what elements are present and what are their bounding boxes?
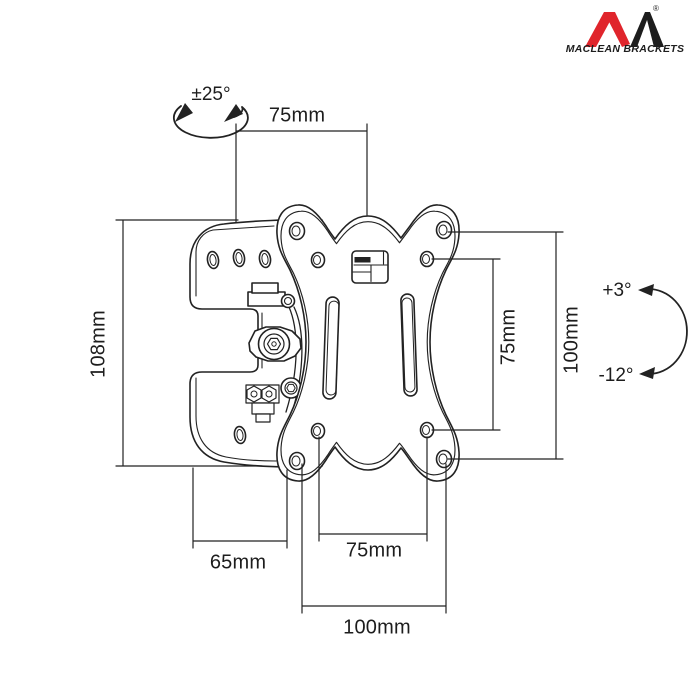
latch-detail xyxy=(351,250,389,284)
dim-right-outer-lines xyxy=(447,231,564,460)
vesa-inner-holes xyxy=(310,250,435,440)
dim-top-width-lines xyxy=(235,123,368,223)
dim-bottom-outer-label: 100mm xyxy=(343,616,411,639)
tilt-up-label: +3° xyxy=(602,280,632,301)
dim-bottom-outer-lines xyxy=(301,463,447,614)
wall-plate-holes xyxy=(206,248,272,445)
dim-bottom-depth-lines xyxy=(192,467,288,549)
dim-right-inner-lines xyxy=(431,258,501,431)
dimension-lines xyxy=(115,123,564,614)
tilt-mechanism xyxy=(245,282,303,423)
vesa-slots xyxy=(322,293,418,400)
dim-bottom-inner-label: 75mm xyxy=(345,539,403,562)
dim-right-outer-label: 100mm xyxy=(560,306,583,374)
tilt-arrow xyxy=(638,284,688,379)
swivel-angle-label: ±25° xyxy=(191,84,231,105)
dim-left-height-lines xyxy=(115,219,263,467)
dim-left-height-label: 108mm xyxy=(87,310,110,378)
dim-right-inner-label: 75mm xyxy=(497,308,520,366)
tilt-down-label: -12° xyxy=(598,365,634,386)
brand-logo-text: MACLEAN BRACKETS xyxy=(565,43,685,55)
registered-mark: ® xyxy=(653,4,659,13)
vesa-plate xyxy=(276,204,460,482)
swivel-arrow xyxy=(173,103,249,139)
dim-bottom-inner-lines xyxy=(318,436,428,542)
brand-logo-mark xyxy=(585,12,664,47)
dim-top-width-label: 75mm xyxy=(268,104,326,127)
dim-bottom-depth-label: 65mm xyxy=(209,551,267,574)
